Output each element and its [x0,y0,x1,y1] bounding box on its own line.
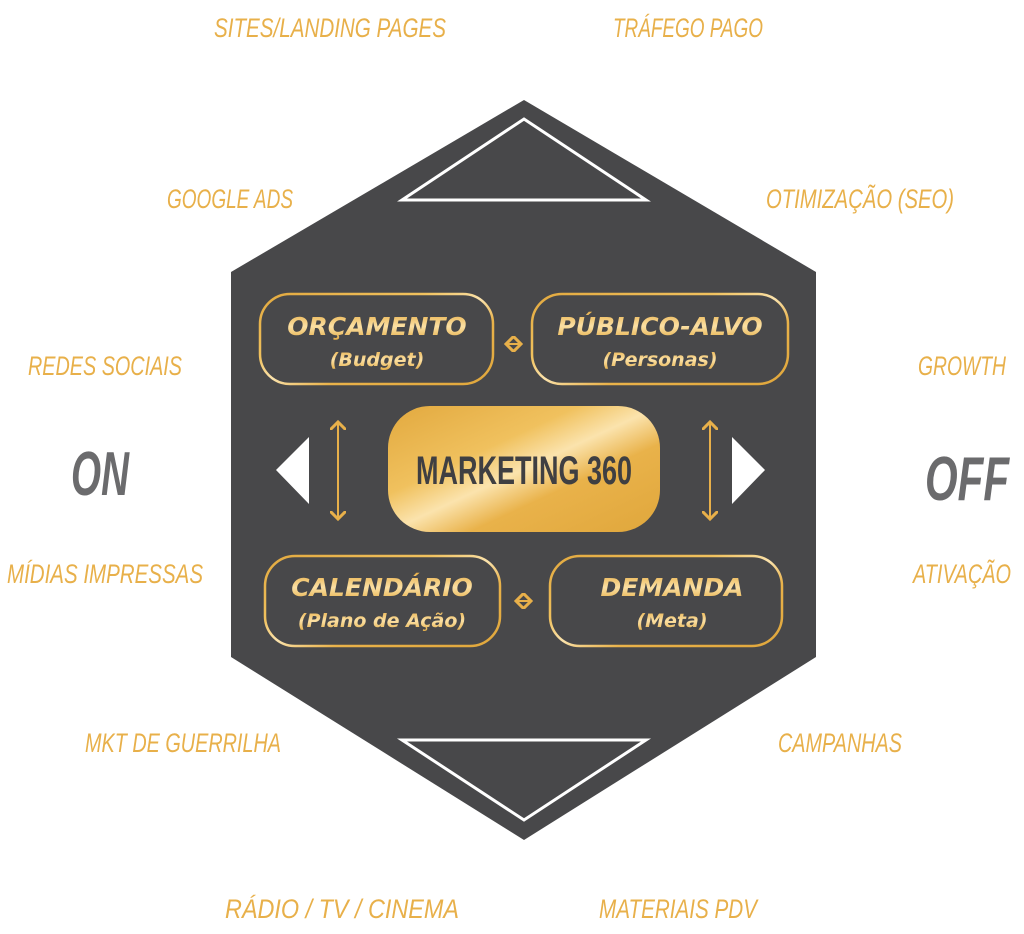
box-subtitle: (Meta) [636,610,707,632]
box-publico-alvo: PÚBLICO-ALVO (Personas) [530,292,790,386]
label-ativacao: ATIVAÇÃO [912,558,1011,589]
label-trafego-pago: TRÁFEGO PAGO [613,13,763,43]
box-orcamento: ORÇAMENTO (Budget) [258,292,495,386]
box-subtitle: (Budget) [330,349,425,371]
label-sites-landing-pages: SITES/LANDING PAGES [214,13,446,43]
box-title: DEMANDA [600,573,743,602]
label-growth: GROWTH [918,351,1006,381]
label-midias-impressas: MÍDIAS IMPRESSAS [7,559,203,589]
label-materiais-pdv: MATERIAIS PDV [599,894,759,924]
box-title: ORÇAMENTO [287,312,466,341]
label-campanhas: CAMPANHAS [778,728,902,758]
label-off: OFF [925,445,1010,514]
center-title: MARKETING 360 [416,449,632,493]
label-mkt-de-guerrilha: MKT DE GUERRILHA [85,728,281,758]
label-redes-sociais: REDES SOCIAIS [28,351,182,381]
label-otimizacao-seo: OTIMIZAÇÃO (SEO) [766,183,954,214]
box-title: PÚBLICO-ALVO [557,311,762,341]
right-triangle-icon [732,437,765,504]
left-triangle-icon [276,437,309,504]
box-subtitle: (Personas) [602,349,717,371]
box-title: CALENDÁRIO [291,573,473,602]
center-pill [388,406,660,532]
label-google-ads: GOOGLE ADS [167,184,293,214]
up-triangle-icon [397,117,651,202]
box-subtitle: (Plano de Ação) [298,610,466,632]
label-radio-tv-cinema: RÁDIO / TV / CINEMA [225,894,459,924]
box-demanda: DEMANDA (Meta) [548,554,784,648]
down-triangle-icon [396,738,652,822]
label-on: ON [71,440,130,509]
box-calendario: CALENDÁRIO (Plano de Ação) [263,554,502,648]
